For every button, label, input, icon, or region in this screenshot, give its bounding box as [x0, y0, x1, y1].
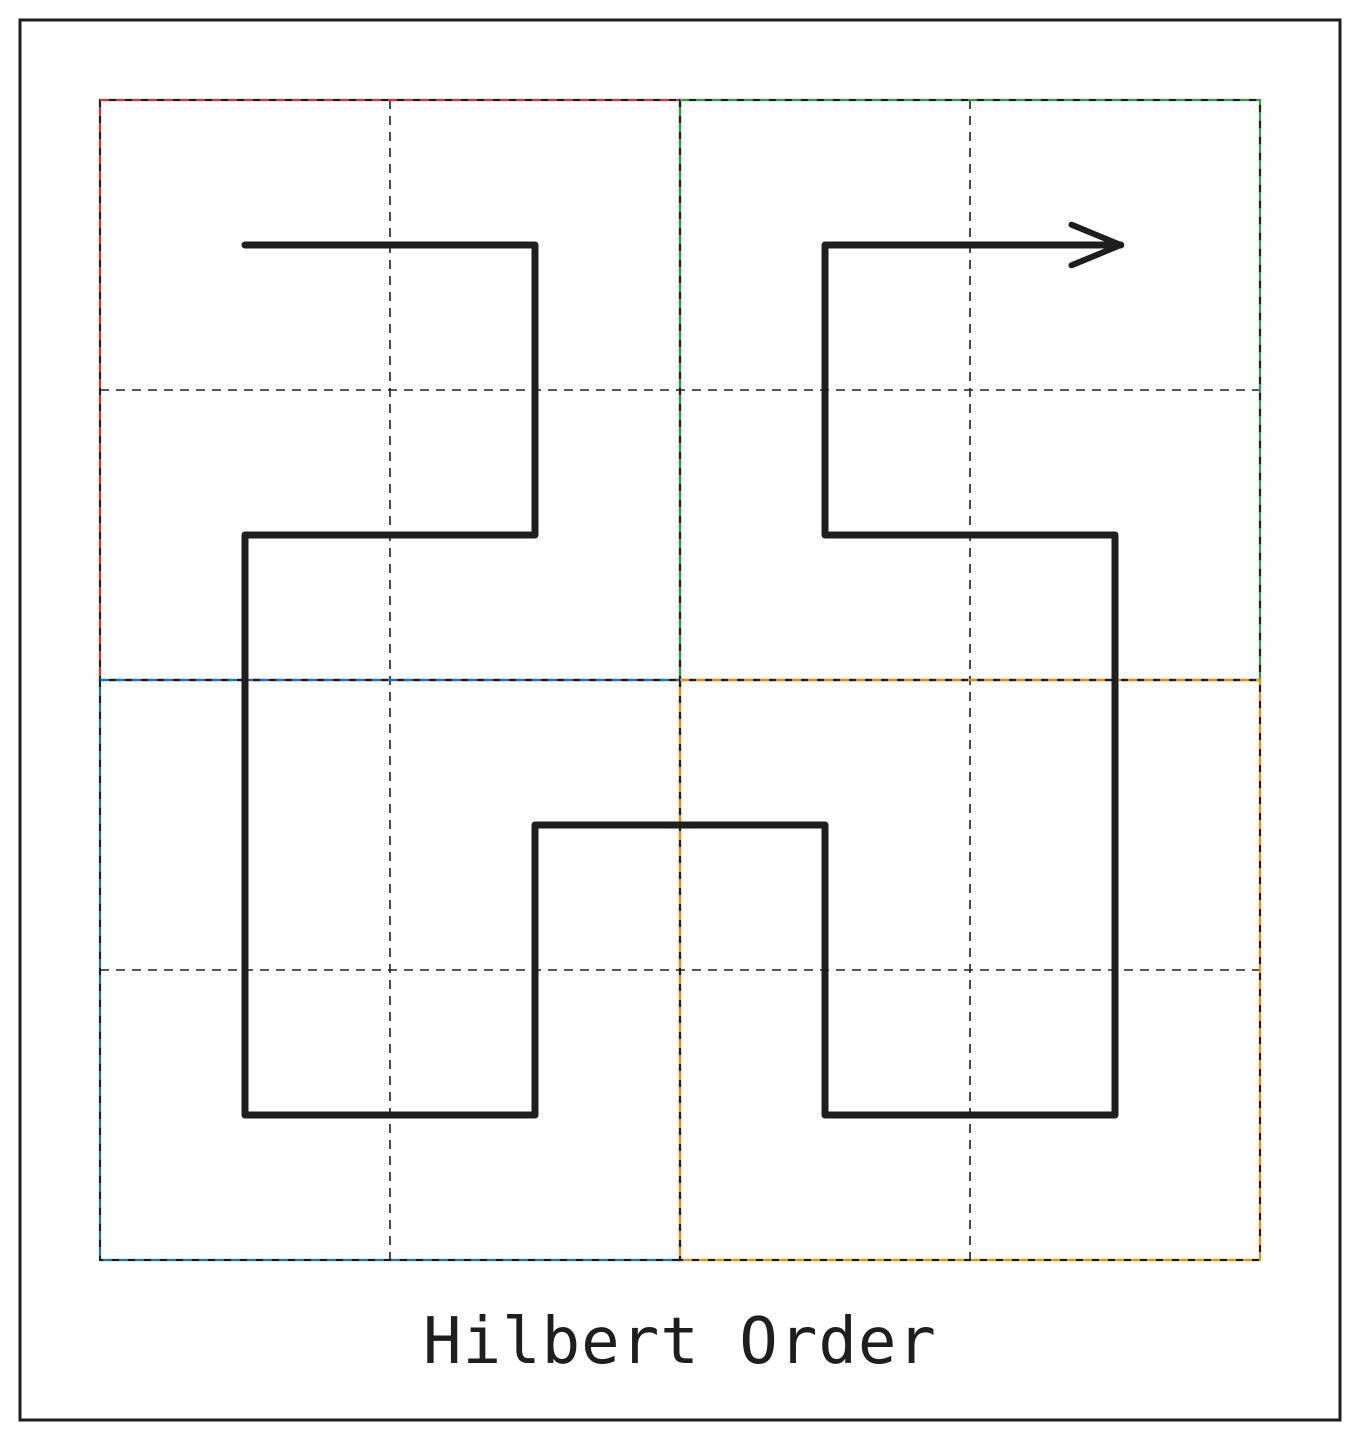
quadrant-border-top-right	[678, 98, 1262, 682]
quadrant-border-base-bottom-left	[98, 678, 682, 1262]
outer-frame	[18, 18, 1342, 1422]
hilbert-path	[241, 241, 1125, 1119]
quadrant-border-bottom-right	[678, 678, 1262, 1262]
hilbert-curve	[241, 221, 1125, 1119]
quadrant-border-base-bottom-right	[678, 678, 1262, 1262]
quadrant-borders	[98, 98, 1262, 1262]
diagram-title: Hilbert Order	[423, 1305, 937, 1379]
arrow-head-icon	[1068, 221, 1124, 269]
